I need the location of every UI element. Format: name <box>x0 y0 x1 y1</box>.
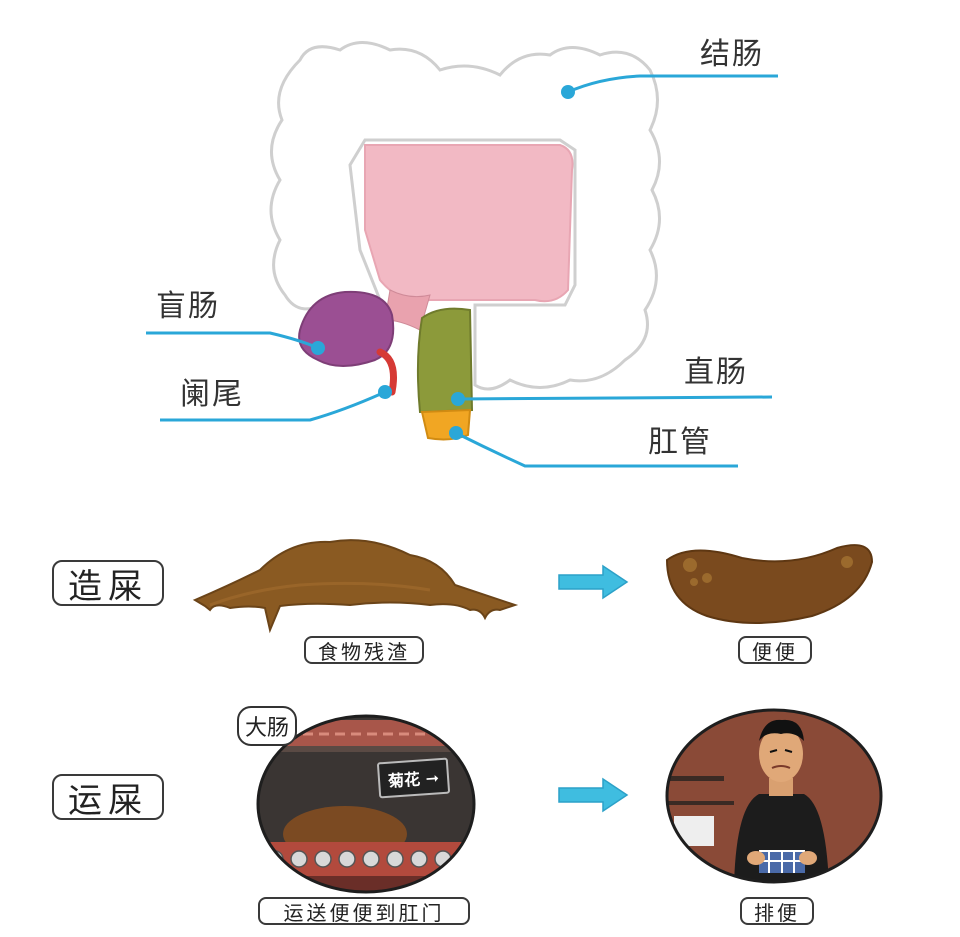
caption-poop: 便便 <box>738 636 812 664</box>
label-cecum: 盲肠 <box>156 289 220 324</box>
scene-bubble-large-intestine: 大肠 <box>237 706 298 746</box>
label-rectum: 直肠 <box>684 355 748 390</box>
process-label-make: 造屎 <box>52 560 164 607</box>
rectum <box>416 307 474 414</box>
caption-food-residue: 食物残渣 <box>304 636 424 664</box>
process-label-transport: 运屎 <box>52 774 164 821</box>
cecum-leader <box>146 331 319 350</box>
arrow-row1 <box>558 564 629 600</box>
appendix <box>376 348 397 396</box>
caption-defecation: 排便 <box>740 897 814 925</box>
defecation-scene <box>665 708 883 884</box>
colon <box>269 41 662 391</box>
label-colon: 结肠 <box>700 37 764 72</box>
anal-canal-leader <box>455 431 738 468</box>
label-anal-canal: 肛管 <box>648 425 712 460</box>
caption-transport: 运送便便到肛门 <box>258 897 470 925</box>
scene-sign: 菊花 ➞ <box>376 757 451 799</box>
poop-image <box>665 544 874 624</box>
food-residue-image <box>192 539 519 634</box>
intestine-transport-scene <box>256 714 476 894</box>
arrow-row2 <box>558 777 629 813</box>
small-intestine <box>364 144 574 303</box>
appendix-leader <box>160 390 386 422</box>
colon-leader <box>567 74 778 94</box>
label-appendix: 阑尾 <box>180 377 244 412</box>
large-intestine-diagram <box>146 41 778 468</box>
rectum-leader <box>457 395 773 401</box>
